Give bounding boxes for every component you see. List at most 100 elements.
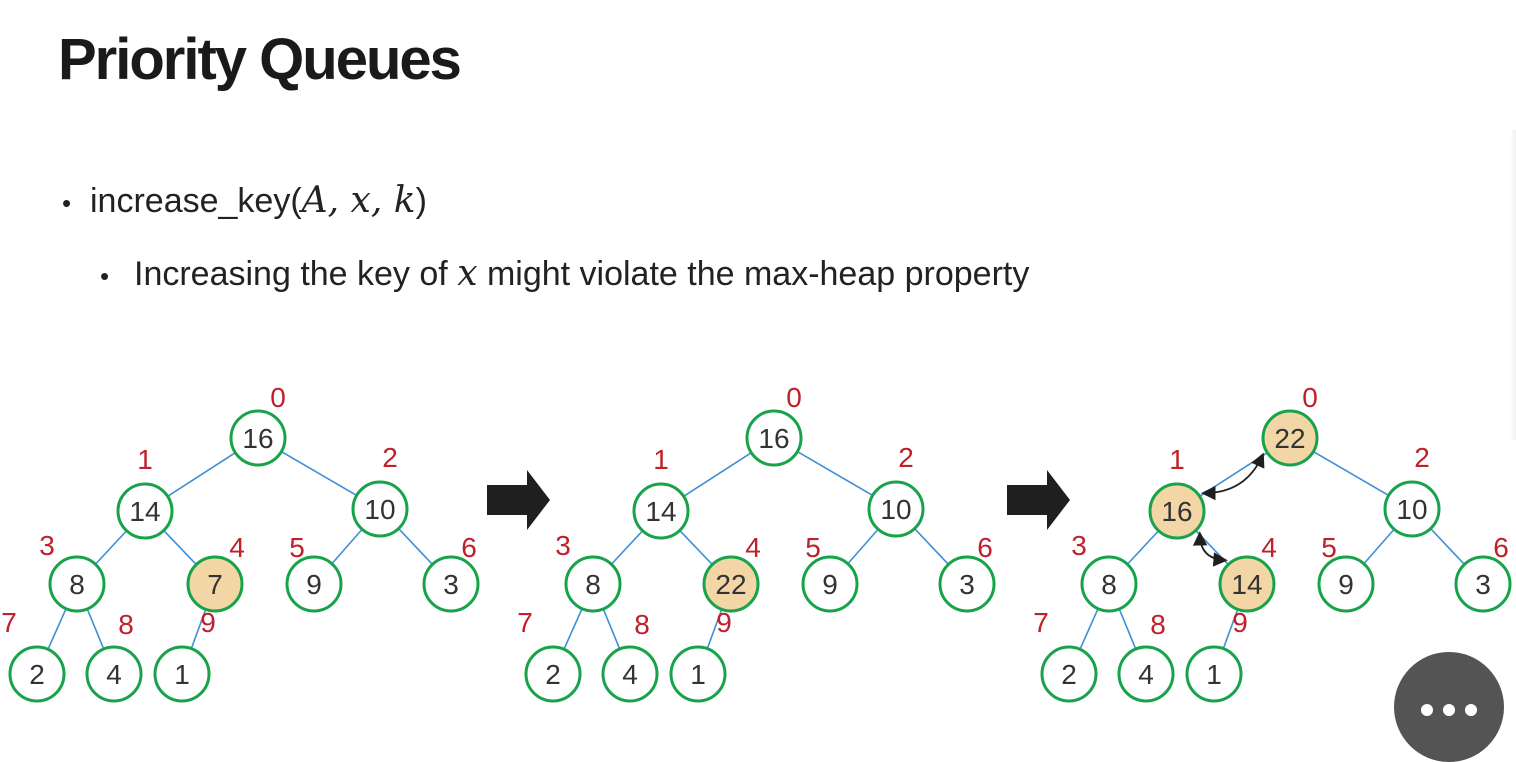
node-key: 14 [645,496,676,527]
highlighted-node-circle [1261,409,1319,467]
tree-edge [706,609,723,649]
more-horizontal-icon [1465,704,1477,716]
heap-node: 83 [39,530,106,613]
node-key: 3 [1475,569,1491,600]
heap-node: 95 [1317,532,1375,613]
node-key: 3 [443,569,459,600]
node-index: 3 [1071,530,1087,561]
node-key: 8 [69,569,85,600]
node-key: 22 [1274,423,1305,454]
heap-node: 36 [938,532,996,613]
node-index: 7 [1,607,17,638]
close-paren: ) [415,182,427,220]
tree-edge [1222,609,1239,649]
heap-node: 220 [1261,382,1319,467]
node-index: 9 [200,607,216,638]
node-circle [351,480,409,538]
heap-node: 10 2 [1383,442,1441,538]
heap-node: 48 [1117,609,1175,703]
node-key: 9 [1338,569,1354,600]
node-circle [867,480,925,538]
node-key: 10 [880,494,911,525]
heap-node: 141 [632,444,690,540]
node-index: 9 [1232,607,1248,638]
node-circle [1080,555,1138,613]
node-circle [564,555,622,613]
heap-node: 14 1 [116,444,174,540]
node-key: 2 [545,659,561,690]
heap-node: 102 [351,442,409,538]
node-key: 8 [585,569,601,600]
node-circle [669,645,727,703]
transition-arrow-1 [487,470,550,530]
node-circle [801,555,859,613]
node-circle [116,482,174,540]
more-horizontal-icon [1443,704,1455,716]
node-key: 4 [106,659,122,690]
heap-node: 27 [1,607,66,703]
node-index: 2 [1414,442,1430,473]
node-key: 4 [622,659,638,690]
node-key: 2 [29,659,45,690]
node-key: 7 [207,569,223,600]
highlighted-node-circle [1148,482,1206,540]
node-index: 4 [229,532,245,563]
node-key: 22 [715,569,746,600]
tree-edge [610,530,644,565]
node-index: 7 [1033,607,1049,638]
more-options-button[interactable] [1394,652,1504,762]
node-key: 9 [306,569,322,600]
bullet-dot: • [62,187,72,218]
tree-edge [1118,608,1137,650]
node-index: 5 [805,532,821,563]
node-key: 1 [1206,659,1222,690]
node-circle [153,645,211,703]
node-index: 9 [716,607,732,638]
tree-edge [913,528,950,565]
node-index: 4 [1261,532,1277,563]
heap-node: 27 [517,607,582,703]
node-index: 7 [517,607,533,638]
node-index: 4 [745,532,761,563]
node-index: 1 [137,444,153,475]
node-circle [85,645,143,703]
tree-edge [47,608,67,650]
node-circle [1383,480,1441,538]
heap-node: 95 [285,532,343,613]
node-circle [8,645,66,703]
tree-edge [397,528,434,565]
tree-edge [163,529,197,566]
right-arrow-icon [487,470,550,530]
tree-edge [1312,450,1390,497]
heap-node: 36 [422,532,480,613]
tree-edge [1126,530,1160,565]
highlighted-node-circle [702,555,760,613]
node-index: 3 [39,530,55,561]
node-key: 16 [1161,496,1192,527]
node-index: 6 [1493,532,1509,563]
node-key: 16 [242,423,273,454]
node-circle [1040,645,1098,703]
node-key: 10 [1396,494,1427,525]
transition-arrow-2 [1007,470,1070,530]
node-key: 14 [1231,569,1262,600]
node-circle [601,645,659,703]
node-key: 16 [758,423,789,454]
tree-edge [1363,528,1395,565]
node-index: 2 [898,442,914,473]
tree-edge [94,530,128,565]
node-circle [524,645,582,703]
node-circle [745,409,803,467]
function-args: A, x, k [301,180,416,221]
node-key: 14 [129,496,160,527]
swap-arrow [1201,452,1265,501]
tree-edge [796,450,874,497]
node-index: 3 [555,530,571,561]
swap-arrow [1192,531,1228,567]
node-index: 5 [289,532,305,563]
tree-edge [86,608,105,650]
heap-node: 36 [1454,532,1512,613]
heap-node: 19 [1185,607,1248,703]
